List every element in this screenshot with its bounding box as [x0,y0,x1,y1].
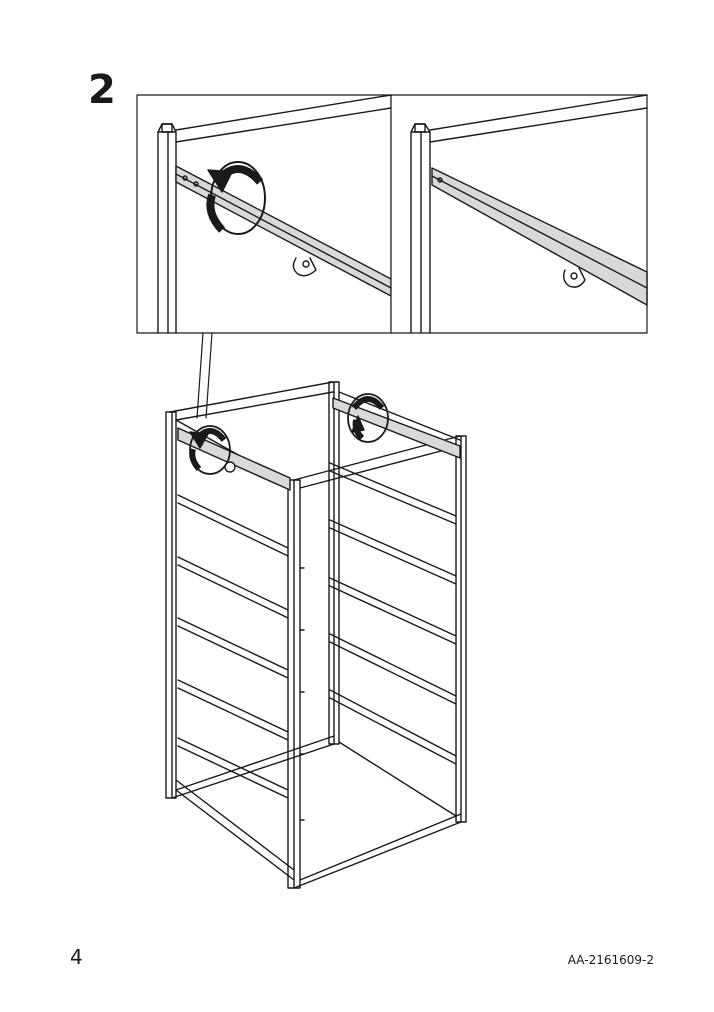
drawer-frame [165,381,467,889]
rotate-arrow-icon [347,393,389,443]
rotate-arrow-icon [189,425,231,475]
detail-panel-after [390,94,648,334]
rotate-arrow-icon [206,161,266,235]
step-number: 2 [88,67,116,113]
document-code: AA-2161609-2 [567,953,654,967]
detail-panel-before [136,94,392,334]
page-number: 4 [70,945,83,969]
